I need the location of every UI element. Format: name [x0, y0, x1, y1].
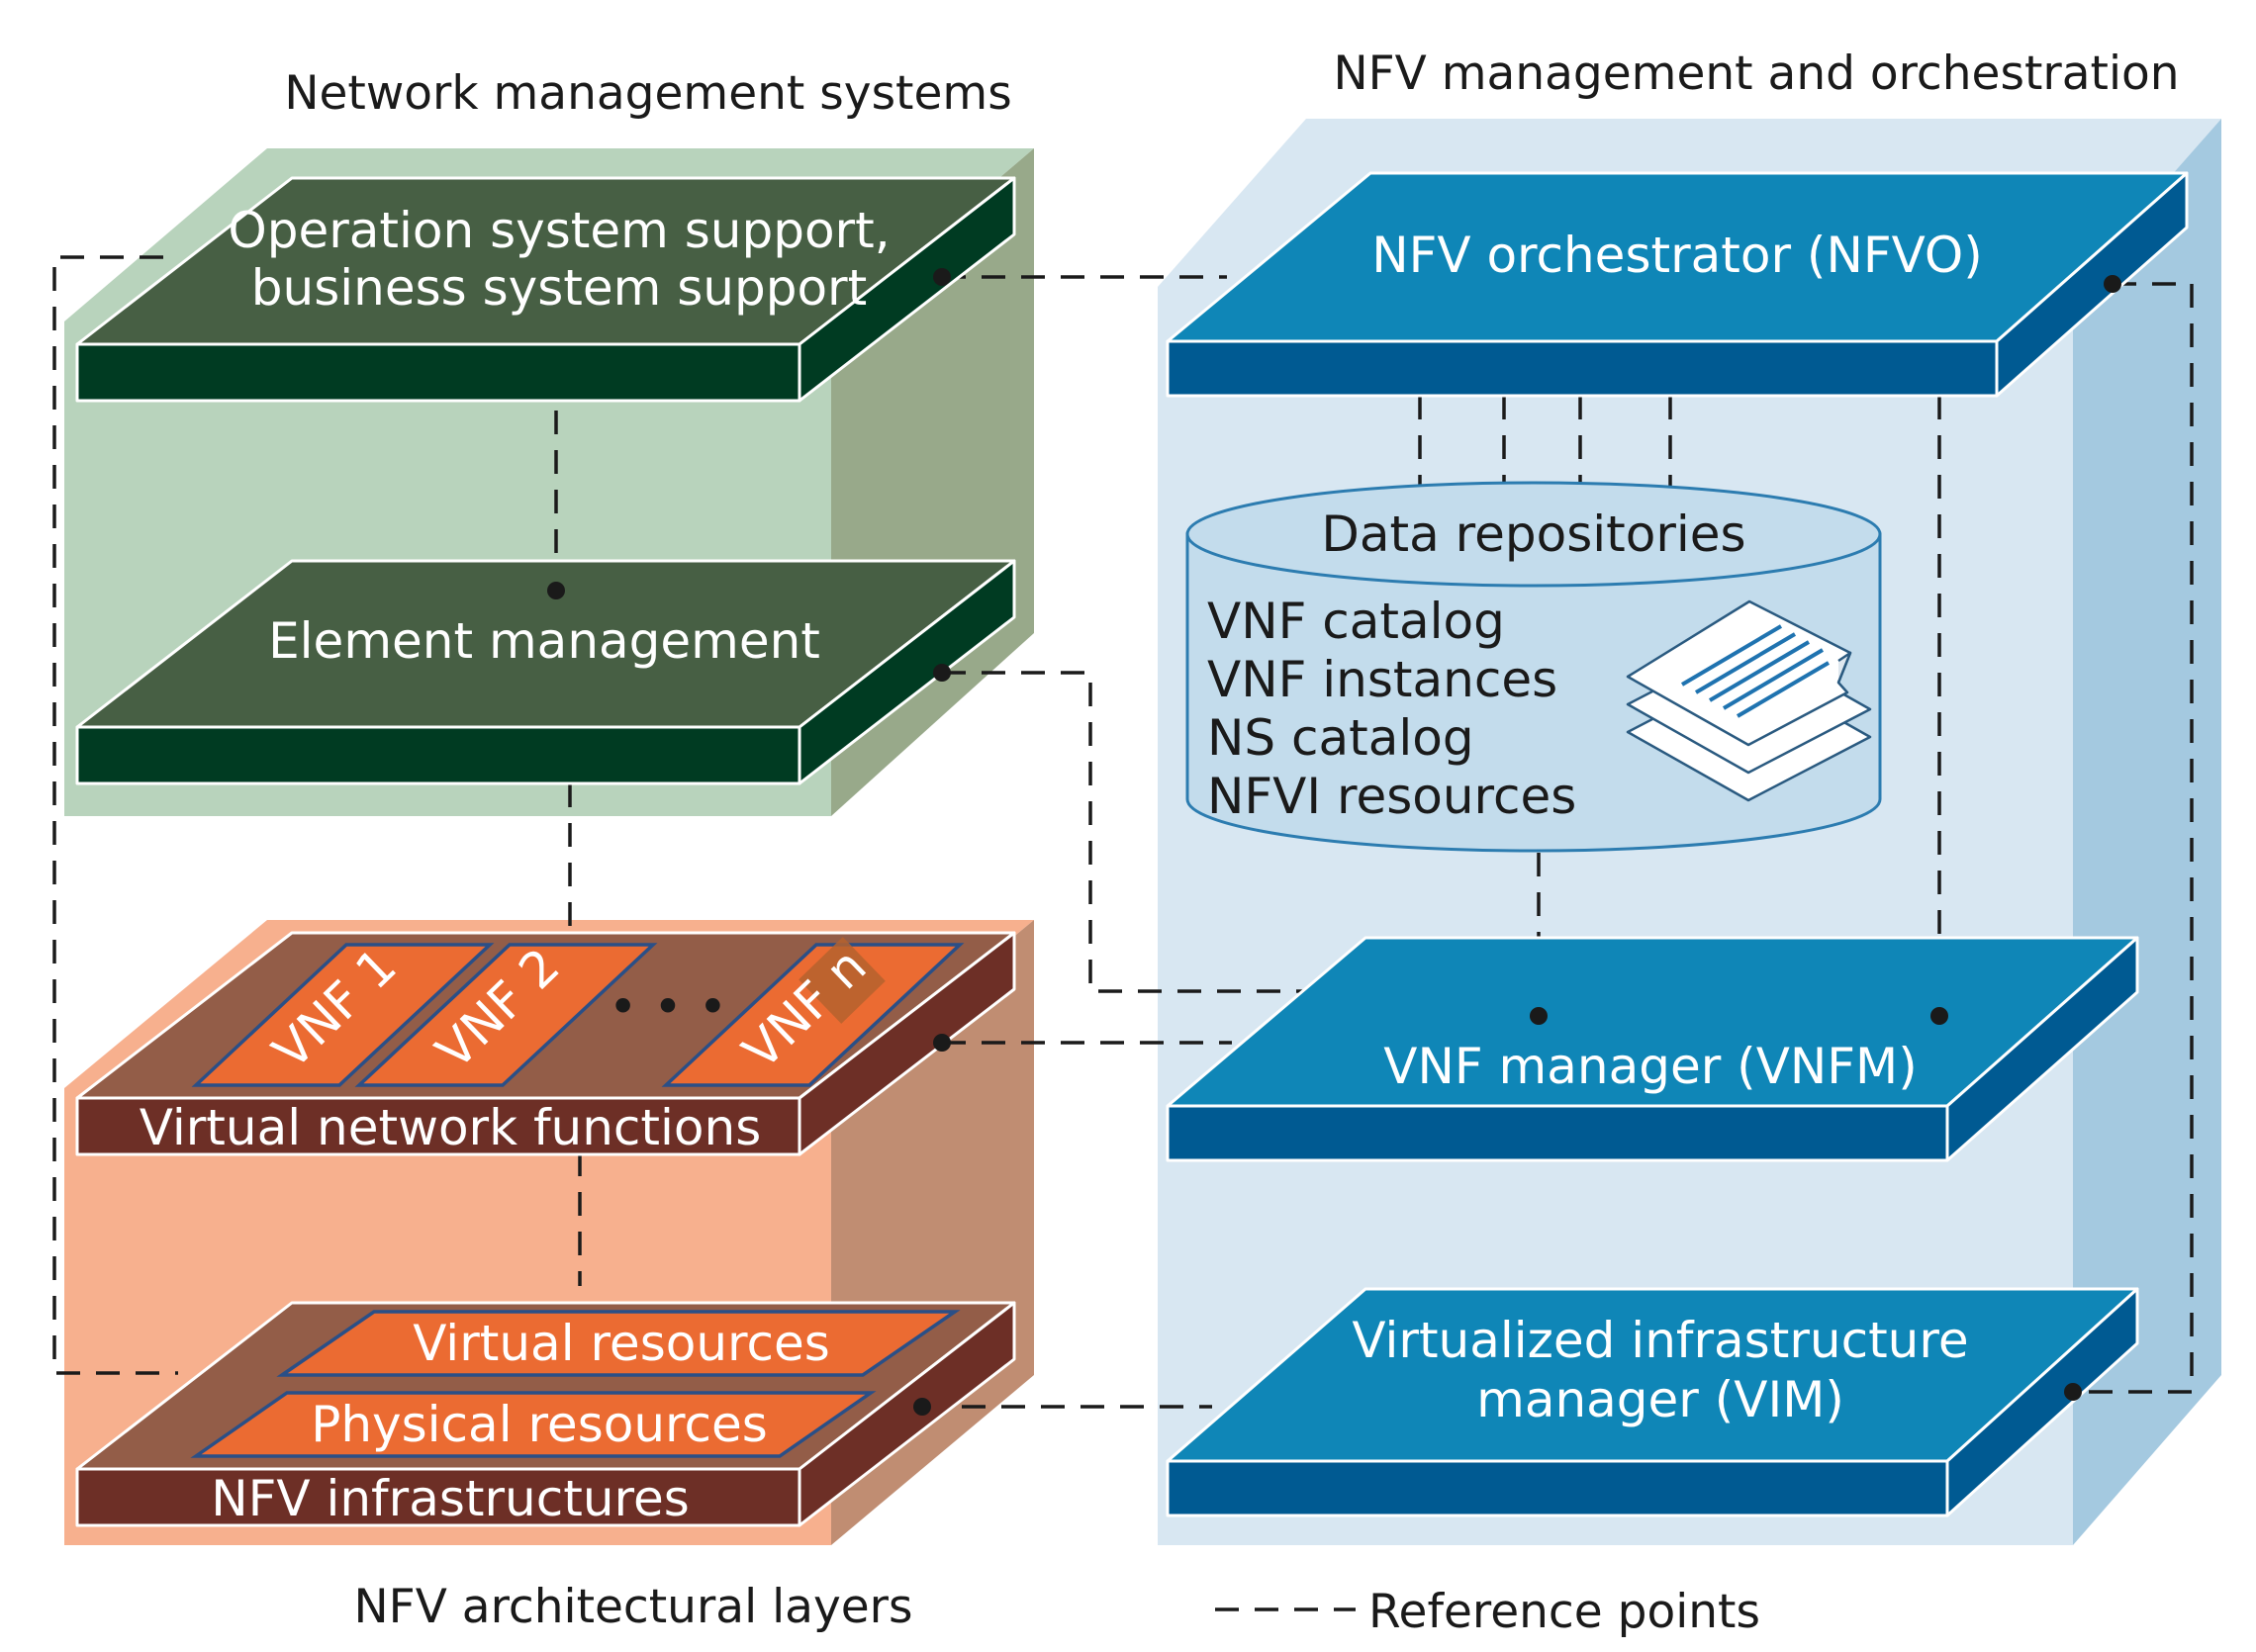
reference-point-dots — [547, 268, 2121, 1416]
vim-label-line2: manager (VIM) — [1476, 1371, 1844, 1428]
nfvi-slab: Virtual resources Physical resources NFV… — [75, 1301, 1016, 1527]
vnfm-slab: VNF manager (VNFM) — [1166, 936, 2139, 1162]
vnf-layer-label: Virtual network functions — [140, 1099, 762, 1156]
element-management-label: Element management — [268, 612, 820, 670]
vnf-layer-slab: VNF 1 VNF 2 • • • VNF n Virtual network … — [75, 931, 1016, 1156]
vim-slab: Virtualized infrastructure manager (VIM) — [1166, 1287, 2139, 1517]
title-network-management-systems: Network management systems — [284, 66, 1011, 121]
physical-resources-label: Physical resources — [311, 1396, 768, 1453]
title-nfv-mano: NFV management and orchestration — [1333, 46, 2179, 101]
element-management-slab: Element management — [75, 559, 1016, 785]
legend: Reference points — [1215, 1585, 1760, 1639]
virtual-resources-label: Virtual resources — [413, 1315, 830, 1372]
repo-item-vnf-catalog: VNF catalog — [1207, 593, 1505, 650]
repo-item-nfvi-resources: NFVI resources — [1207, 768, 1576, 825]
oss-bss-label-line1: Operation system support, — [228, 202, 890, 259]
nfvo-slab: NFV orchestrator (NFVO) — [1166, 171, 2189, 398]
repo-item-vnf-instances: VNF instances — [1207, 651, 1557, 708]
nfv-infrastructures-label: NFV infrastructures — [211, 1470, 690, 1527]
vim-label-line1: Virtualized infrastructure — [1352, 1312, 1968, 1369]
data-repositories: Data repositories VNF catalog VNF instan… — [1185, 481, 1882, 853]
repo-item-ns-catalog: NS catalog — [1207, 709, 1474, 767]
oss-bss-label-line2: business system support — [251, 259, 867, 317]
title-nfv-architectural-layers: NFV architectural layers — [354, 1580, 913, 1634]
nfvo-label: NFV orchestrator (NFVO) — [1371, 227, 1983, 284]
vnf-ellipsis: • • • — [609, 978, 727, 1036]
vnfm-label: VNF manager (VNFM) — [1383, 1038, 1917, 1095]
oss-bss-slab: Operation system support, business syste… — [75, 176, 1016, 403]
reference-point-lines — [52, 255, 2194, 1409]
document-stack-icon — [1626, 599, 1872, 802]
data-repositories-title: Data repositories — [1321, 505, 1745, 563]
legend-reference-points-label: Reference points — [1368, 1585, 1760, 1639]
